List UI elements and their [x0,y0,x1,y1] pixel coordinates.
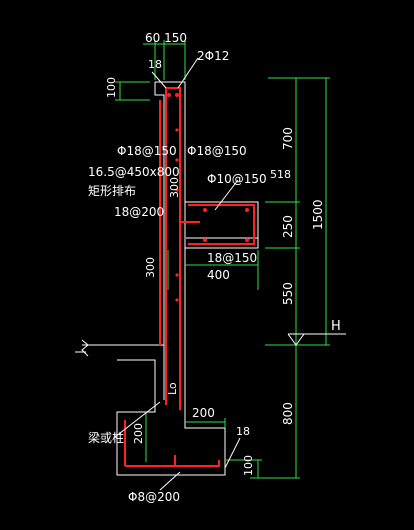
dim-400-label: 400 [207,268,230,282]
dim-550-label: 550 [281,282,295,305]
dim-300-lower-label: 300 [144,257,157,278]
leader [177,57,199,89]
bars-left-label: Φ18@150 [117,144,177,158]
dim-700-label: 700 [281,127,295,150]
leader [159,471,181,491]
labels: 60 150 18 2Φ12 100 Φ18@150 Φ18@150 700 1… [88,31,341,504]
foot-bottom-bar [125,460,220,467]
leader [151,71,167,89]
bar-150-label: 18@150 [207,251,257,265]
bar-dot [175,298,179,302]
bar-200-label: 18@200 [114,205,164,219]
dim-top-label: 60 150 [145,31,187,45]
col-size-label: 16.5@450x800 [88,165,180,179]
leader [224,437,241,469]
bar-dot [245,208,249,212]
bar-dot [203,208,207,212]
level-h-label: H [331,319,341,334]
wall-left-edge [154,82,165,345]
leader [214,179,239,211]
beam-stirrup [188,204,255,245]
rebar [124,87,255,467]
cover-bot-label: 18 [236,425,250,438]
dim-250-label: 250 [281,215,295,238]
leader [114,401,161,438]
bar-dot [175,128,179,132]
top-bars-label: 2Φ12 [197,49,229,63]
foot-label: 梁或柱 [88,430,124,445]
dim-300v-label: 300 [168,177,181,198]
wall-right-edge [155,81,186,345]
cover-top-label: 18 [148,58,162,71]
footing-outline [116,345,226,476]
bars-right-label: Φ18@150 [187,144,247,158]
cover-beam-label: 518 [270,168,291,181]
bar-dot [175,158,179,162]
dim-800-label: 800 [281,402,295,425]
bar-dot [175,273,179,277]
bar-dot [175,188,179,192]
lap-lo-label: Lo [166,382,179,395]
bar-dot [245,238,249,242]
dimensions [114,40,346,491]
bar-dot [167,93,171,97]
dim-1500-label: 1500 [311,199,325,230]
dim-200v-label: 200 [132,423,145,444]
dim-100-top-label: 100 [105,77,118,98]
beam-bar-label: Φ10@150 [207,172,267,186]
rebar-right-vertical [166,87,181,410]
col-note-label: 矩形排布 [88,184,136,198]
break-mark [81,339,89,357]
bar-dot [175,93,179,97]
bar-dot [203,238,207,242]
bot-bar-label: Φ8@200 [128,490,180,504]
dim-100-bot-label: 100 [242,455,255,476]
dim-200h-label: 200 [192,406,215,420]
